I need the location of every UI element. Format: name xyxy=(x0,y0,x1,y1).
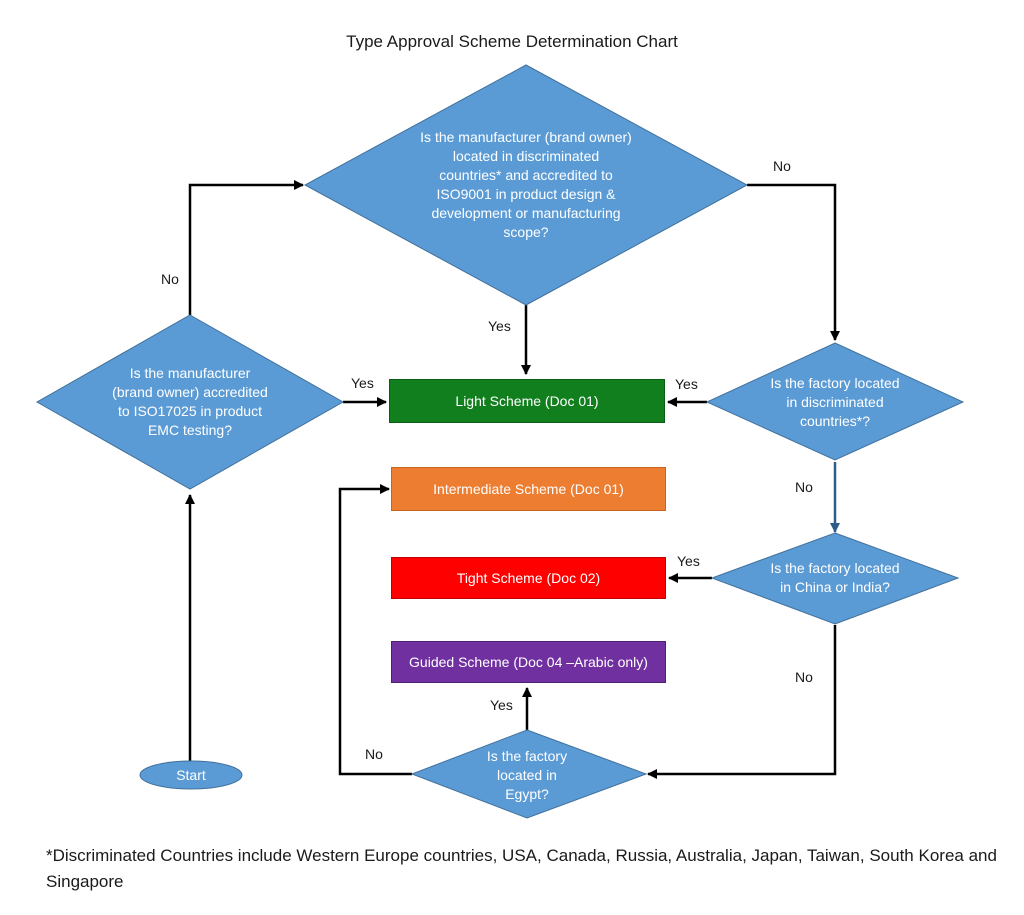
edge-label-yes-egypt: Yes xyxy=(490,697,513,713)
connector-qchina-no-to-qegypt xyxy=(647,625,837,779)
edge-label-no-9001: No xyxy=(773,158,791,174)
decision-factory-china-india xyxy=(710,532,960,625)
edge-label-no-17025: No xyxy=(161,271,179,287)
decision-factory-discriminated xyxy=(705,342,965,461)
connector-q17025-no-to-q9001 xyxy=(188,180,304,318)
decision-factory-discriminated-text: Is the factory located in discriminated … xyxy=(770,374,900,429)
footnote: *Discriminated Countries include Western… xyxy=(46,846,997,891)
edge-label-no-factory-disc: No xyxy=(795,479,813,495)
edge-label-yes-17025: Yes xyxy=(351,375,374,391)
connector-qegypt-no-to-intermediate xyxy=(338,484,412,776)
edge-label-yes-9001: Yes xyxy=(488,318,511,334)
decision-brand-iso17025 xyxy=(35,314,345,490)
start-label: Start xyxy=(176,767,206,783)
tight-scheme-box: Tight Scheme (Doc 02) xyxy=(391,557,666,599)
decision-factory-china-india-text: Is the factory located in China or India… xyxy=(770,560,900,595)
guided-scheme-box: Guided Scheme (Doc 04 –Arabic only) xyxy=(391,641,666,683)
decision-brand-iso9001-text: Is the manufacturer (brand owner) locate… xyxy=(420,129,632,240)
decision-factory-egypt xyxy=(410,729,648,819)
intermediate-scheme-box: Intermediate Scheme (Doc 01) xyxy=(391,467,666,511)
edge-label-yes-china-india: Yes xyxy=(677,553,700,569)
edge-label-no-china-india: No xyxy=(795,669,813,685)
connector-q9001-no-to-qfactory xyxy=(747,183,840,341)
decision-factory-egypt-text: Is the factory located in Egypt? xyxy=(486,747,568,802)
decision-brand-iso9001 xyxy=(303,64,749,306)
chart-title: Type Approval Scheme Determination Chart xyxy=(346,32,678,51)
decision-brand-iso17025-text: Is the manufacturer (brand owner) accred… xyxy=(112,365,268,438)
edge-label-yes-factory-disc: Yes xyxy=(675,376,698,392)
light-scheme-box: Light Scheme (Doc 01) xyxy=(389,379,665,423)
start-terminator xyxy=(139,760,243,790)
edge-label-no-egypt: No xyxy=(365,746,383,762)
